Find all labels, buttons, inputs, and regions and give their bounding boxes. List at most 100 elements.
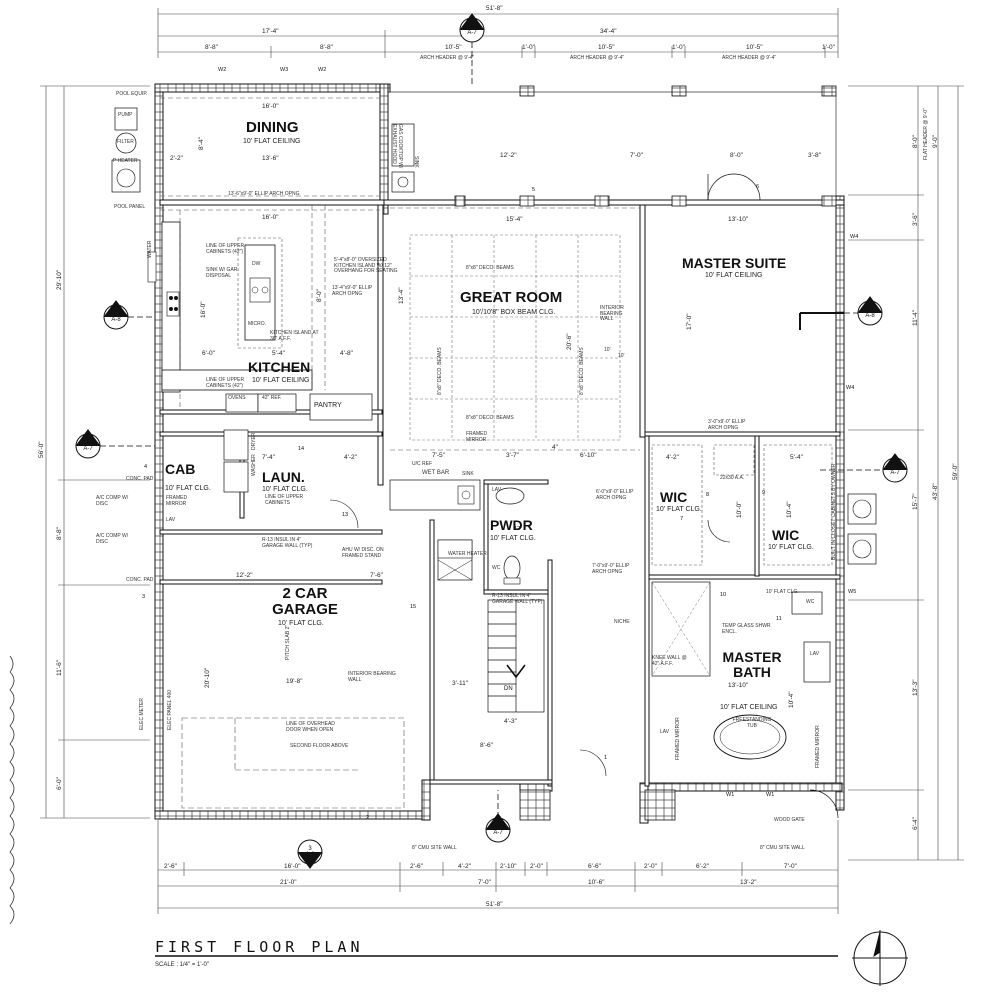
dim-laun-75: 7'-5"	[432, 452, 445, 459]
closet-device-1	[847, 493, 877, 525]
section-right-2-sheet: A-7	[890, 470, 900, 477]
door-tag-8: 8	[706, 492, 710, 498]
section-left-1-sheet: A-8	[111, 317, 121, 324]
note-arch-header-3: ARCH HEADER @ 9'-4"	[722, 55, 777, 61]
dim-kitchen-w: 16'-0"	[262, 214, 279, 221]
ref-box	[257, 393, 297, 413]
note-ac-comp-1: A/C COMP W/ DISC	[96, 495, 129, 507]
dim-bottom-overall-3: 10'-6"	[588, 879, 605, 886]
bottom-dimension-lines	[157, 820, 839, 914]
stair-dn-label: DN	[504, 686, 513, 692]
pool-equip-pump	[114, 107, 138, 131]
room-ceiling-wic-1: 10' FLAT CLG.	[656, 506, 702, 513]
section-top-sheet: A-7	[467, 30, 477, 37]
dim-right-1: 43'-8"	[932, 483, 939, 500]
porch-outline	[388, 91, 837, 196]
room-title-laun: LAUN.	[262, 469, 305, 485]
dim-top-r5: 10'-5"	[746, 44, 763, 51]
note-deco-beams-left: 8"x8" DECO. BEAMS	[437, 347, 443, 395]
top-dimension-lines	[157, 8, 839, 58]
note-site-wall-left: 8" CMU SITE WALL	[412, 845, 457, 851]
dim-bottom-total: 51'-8"	[486, 901, 503, 908]
note-uc-ref: U/C REF	[412, 461, 432, 467]
note-conc-pad-1: CONC. PAD	[126, 476, 154, 482]
bath-lav-right	[803, 641, 831, 683]
dim-pwdr-37: 3'-7"	[506, 452, 519, 459]
section-right-2-num: 1	[893, 464, 897, 470]
dim-stair-43: 4'-3"	[504, 718, 517, 725]
pwdr-wc	[503, 555, 521, 581]
note-interior-bearing: INTERIOR BEARING WALL	[600, 305, 624, 322]
dim-bottom-overall-4: 13'-2"	[740, 879, 757, 886]
dim-top-r2: 1'-0"	[522, 44, 535, 51]
porch-columns	[454, 85, 837, 821]
dim-top-r3: 10'-5"	[598, 44, 615, 51]
note-ac-comp-2: A/C COMP W/ DISC	[96, 533, 129, 545]
interior-door-swings	[329, 499, 731, 777]
dim-right-r1: 8'-0"	[912, 135, 919, 148]
stairs	[487, 599, 545, 713]
door-tag-2: 2	[366, 815, 370, 821]
dim-bottom-3: 2'-6"	[410, 863, 423, 870]
note-upper-cab-kitchen-2: LINE OF UPPER CABINETS (42")	[206, 377, 245, 389]
pantry-box	[309, 393, 373, 421]
note-ahu: AHU W/ DISC. ON FRAMED STAND	[342, 547, 384, 559]
door-tag-7: 7	[680, 516, 684, 522]
freestanding-tub	[713, 714, 787, 760]
garage-name: 2 CAR GARAGE	[272, 585, 338, 618]
note-sink-disposal: SINK W/ GAR. DISPOSAL	[206, 267, 239, 279]
dim-bottom-8: 2'-0"	[644, 863, 657, 870]
room-ceiling-master-suite: 10' FLAT CEILING	[705, 272, 763, 279]
washer-box	[223, 461, 249, 493]
dim-right-r5: 15'-7"	[912, 493, 919, 510]
room-title-master-bath: MASTER BATH	[720, 650, 784, 680]
note-bath-mirror-right: FRAMED MIRROR	[815, 725, 821, 768]
cooktop	[166, 291, 180, 317]
dim-great-70: 7'-0"	[630, 152, 643, 159]
dim-garage-h: 20'-10"	[204, 667, 211, 688]
room-ceiling-laun: 10' FLAT CLG.	[262, 486, 308, 493]
kitchen-island-overhang	[237, 237, 283, 349]
dim-top-l1: 8'-8"	[205, 44, 218, 51]
window-tag-master-2: W4	[846, 385, 855, 391]
section-garage-sheet: A-8	[305, 852, 315, 859]
front-door-swing	[707, 173, 735, 201]
window-tag-wic: W5	[848, 589, 857, 595]
note-elec-panel: ELEC PANEL 400	[167, 689, 173, 730]
note-dryer: DRYER	[251, 432, 257, 450]
section-garage-num: 3	[308, 846, 312, 852]
note-conc-pad-2: CONC. PAD	[126, 577, 154, 583]
dim-left-total: 56'-0"	[38, 441, 45, 458]
dim-great-h: 13'-4"	[398, 287, 405, 304]
note-wet-sink: SINK	[462, 471, 474, 477]
room-title-cab: CAB	[165, 461, 196, 477]
dim-top-overall: 51'-8"	[486, 5, 503, 12]
dim-stair-86: 8'-6"	[480, 742, 493, 749]
note-ref: 42" REF.	[262, 395, 282, 401]
note-great-room-10b: 10'	[618, 353, 625, 359]
dim-bottom-9: 6'-2"	[696, 863, 709, 870]
dim-garage-w: 12'-2"	[236, 572, 253, 579]
room-ceiling-wic-2: 10' FLAT CLG.	[768, 544, 814, 551]
dim-top-r1: 10'-5"	[445, 44, 462, 51]
dim-kitchen-54: 5'-4"	[272, 350, 285, 357]
dim-cab-42: 4'-2"	[344, 454, 357, 461]
dim-top-l2: 8'-8"	[320, 44, 333, 51]
dim-left-1: 29'-10"	[56, 269, 63, 290]
door-tag-14: 14	[298, 446, 305, 452]
note-bath-lav-left: LAV	[660, 729, 670, 735]
note-bath-wc: WC	[806, 599, 815, 605]
note-p-heater: P HEATER	[113, 158, 138, 164]
door-tag-11: 11	[776, 616, 782, 622]
room-title-master-suite: MASTER SUITE	[682, 255, 787, 271]
dim-wic-100: 10'-0"	[736, 501, 743, 518]
island-sink	[249, 277, 271, 303]
dim-bottom-1: 2'-6"	[164, 863, 177, 870]
window-tag-bath-1: W1	[726, 792, 735, 798]
revision-cloud	[9, 655, 15, 925]
door-tag-10: 10	[720, 592, 727, 598]
section-left-2-sheet: A-7	[83, 446, 93, 453]
